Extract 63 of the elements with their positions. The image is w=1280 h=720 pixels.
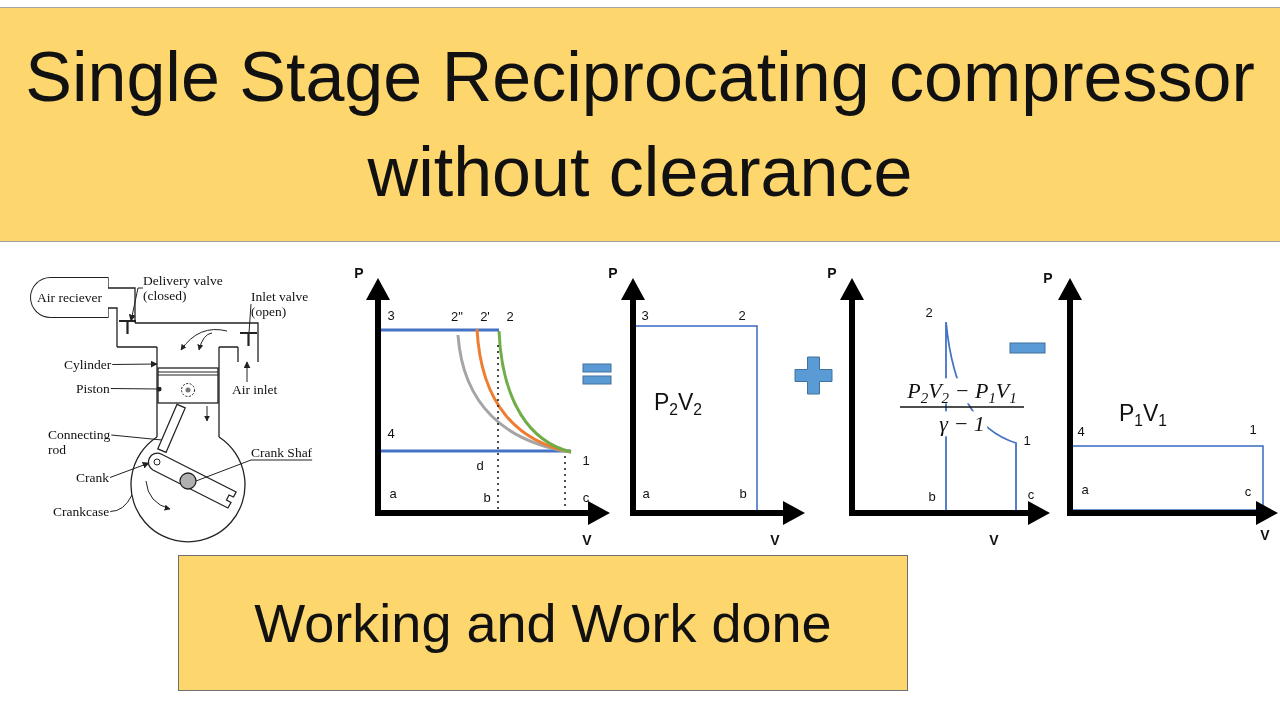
part-label: Delivery valve (closed) (143, 273, 223, 303)
leader-line (110, 434, 163, 441)
point-label: 4 (387, 426, 395, 442)
formula-denominator: γ − 1 (937, 411, 987, 437)
part-label: Crank Shaf (251, 445, 313, 460)
axis-label: V (770, 531, 780, 549)
piston (157, 367, 219, 404)
area-formula: P$_{1}$V$_{1}$ (1118, 399, 1168, 427)
axis-label: P (354, 264, 364, 282)
point-label: b (928, 489, 936, 505)
part-label: Connecting rod (48, 427, 111, 457)
part-label: Crank (76, 470, 109, 485)
title-text: Single Stage Reciprocating compressor without clearance (24, 36, 1256, 213)
point-label: 1 (1023, 433, 1031, 449)
point-label: 1 (1249, 422, 1257, 438)
part-label: Cylinder (64, 357, 112, 372)
point-label: c (1244, 484, 1252, 500)
point-label: 2' (480, 309, 490, 325)
point-label: 2'' (450, 309, 464, 325)
part-label: Piston (76, 381, 110, 396)
point-label: 2 (738, 308, 746, 324)
axis-label: P (1043, 269, 1053, 287)
axis-label: V (989, 531, 999, 549)
area-formula: P$_{2}$V$_{2}$ (653, 388, 703, 416)
point-label: c (582, 490, 590, 506)
point-label: 3 (641, 308, 649, 324)
point-label: 2 (925, 305, 933, 321)
tank-label: Air reciever (37, 289, 102, 306)
point-label: 2 (506, 309, 514, 325)
axis-label: P (608, 264, 618, 282)
leader-line (111, 360, 158, 368)
leader-line (195, 459, 313, 482)
leader-line (243, 361, 251, 383)
air-receiver-tank (30, 277, 108, 318)
axis-label: V (582, 531, 592, 549)
inlet-port (237, 346, 259, 363)
leader-line (109, 461, 150, 478)
connecting-rod (156, 403, 187, 454)
part-label: Crankcase (53, 504, 110, 519)
subtitle-text: Working and Work done (254, 592, 832, 654)
crankshaft (179, 472, 197, 490)
point-label: a (642, 486, 650, 502)
part-label: Air inlet (232, 382, 278, 397)
point-label: b (739, 486, 747, 502)
part-label: Inlet valve (open) (251, 289, 309, 319)
subtitle-box (178, 555, 908, 691)
axis-label: P (827, 264, 837, 282)
point-label: 3 (387, 308, 395, 324)
crankcase (130, 436, 246, 543)
leader-line (109, 494, 133, 512)
point-label: b (483, 490, 491, 506)
point-label: c (1027, 487, 1035, 503)
point-label: d (476, 458, 484, 474)
leader-line (248, 303, 252, 334)
point-label: a (389, 486, 397, 502)
leader-line (110, 386, 162, 392)
formula-numerator: P$_{2}$V$_{2}$ − P$_{1}$V$_{1}$ (905, 378, 1019, 404)
point-label: a (1081, 482, 1089, 498)
point-label: 1 (582, 453, 590, 469)
axis-label: V (1260, 526, 1270, 544)
inlet-valve (238, 331, 259, 348)
leader-line (128, 287, 144, 322)
point-label: 4 (1077, 424, 1085, 440)
